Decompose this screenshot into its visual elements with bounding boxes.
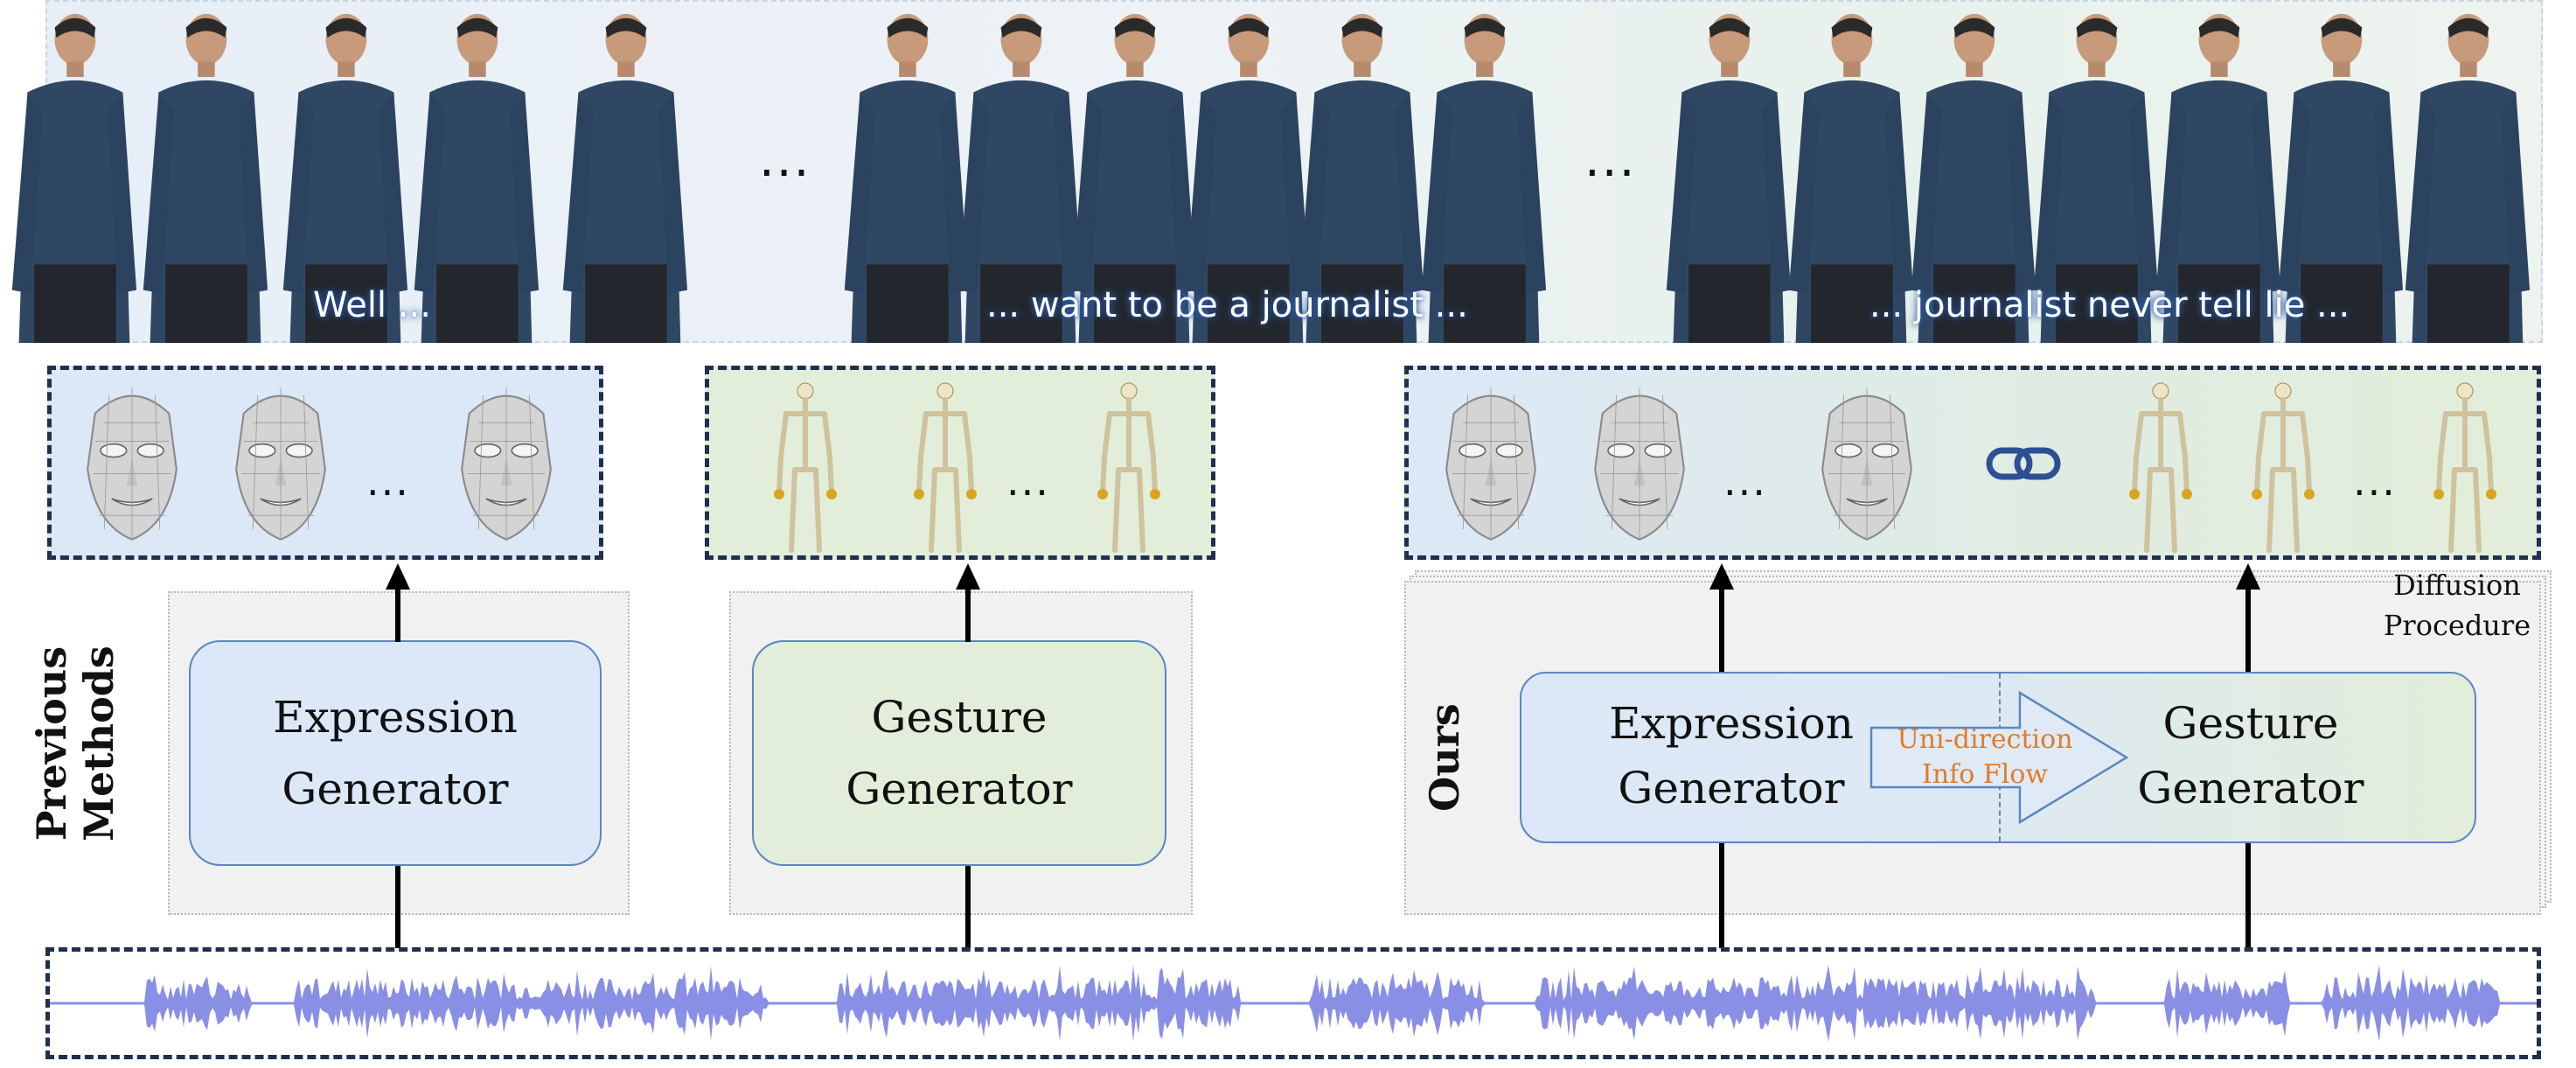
audio-input [45, 947, 2541, 1059]
previous-gesture-output: ... [705, 366, 1215, 560]
ours-joint-output: ... ... [1404, 366, 2541, 560]
caption-3: ... journalist never tell lie ... [1869, 285, 2350, 325]
skeleton-icon [2126, 379, 2196, 554]
face-mesh-icon [225, 386, 337, 543]
person-frame [7, 9, 138, 343]
caption-1: Well ... [313, 285, 431, 325]
face-mesh-icon [76, 386, 188, 543]
caption-2: ... want to be a journalist ... [986, 285, 1468, 325]
person-frame [2396, 9, 2536, 343]
face-mesh-icon [1811, 386, 1923, 543]
banner-ellipsis-2: ... [1584, 131, 1637, 188]
arrow-audio-to-ours-expression [1719, 843, 1724, 948]
previous-gesture-generator: Gesture Generator [752, 640, 1166, 866]
skeleton-ellipsis: ... [2353, 457, 2397, 505]
person-frame [839, 9, 971, 343]
skeleton-icon [2430, 379, 2500, 554]
arrow-ours-gesture-to-output [2245, 581, 2251, 672]
arrowhead-icon [2236, 563, 2260, 590]
face-ellipsis: ... [366, 457, 410, 505]
info-flow-arrow-icon [1869, 691, 2129, 824]
diffusion-label: Diffusion Procedure [2383, 569, 2531, 642]
arrow-prev-expression-to-output [395, 581, 400, 642]
skeleton-ellipsis: ... [1006, 457, 1050, 505]
previous-methods-label: Previous Methods [28, 646, 122, 841]
person-frame [549, 9, 698, 343]
arrowhead-icon [386, 563, 410, 590]
arrow-audio-to-ours-gesture [2245, 843, 2251, 948]
ours-label: Ours [1421, 703, 1468, 812]
arrowhead-icon [956, 563, 980, 590]
arrow-audio-to-prev-expression [395, 866, 400, 948]
person-frame [138, 9, 269, 343]
arrow-ours-expression-to-output [1719, 581, 1724, 672]
face-ellipsis: ... [1723, 457, 1767, 505]
skeleton-icon [770, 379, 840, 554]
arrowhead-icon [1709, 563, 1734, 590]
previous-expression-generator: Expression Generator [189, 640, 602, 866]
face-mesh-icon [450, 386, 562, 543]
banner-ellipsis-1: ... [759, 131, 811, 188]
face-mesh-icon [1435, 386, 1547, 543]
person-frame [1661, 9, 1793, 343]
arrow-prev-gesture-to-output [965, 581, 971, 642]
skeleton-icon [2248, 379, 2318, 554]
ours-expression-generator: Expression Generator [1609, 698, 1854, 813]
arrow-audio-to-prev-gesture [965, 866, 971, 948]
audio-waveform [50, 965, 2537, 1042]
face-mesh-icon [1584, 386, 1695, 543]
skeleton-icon [910, 379, 980, 554]
previous-expression-output: ... [47, 366, 603, 560]
link-icon [1986, 447, 2061, 480]
skeleton-icon [1094, 379, 1164, 554]
ours-gesture-generator: Gesture Generator [2137, 698, 2364, 813]
info-flow-label: Uni-direction Info Flow [1897, 724, 2073, 790]
